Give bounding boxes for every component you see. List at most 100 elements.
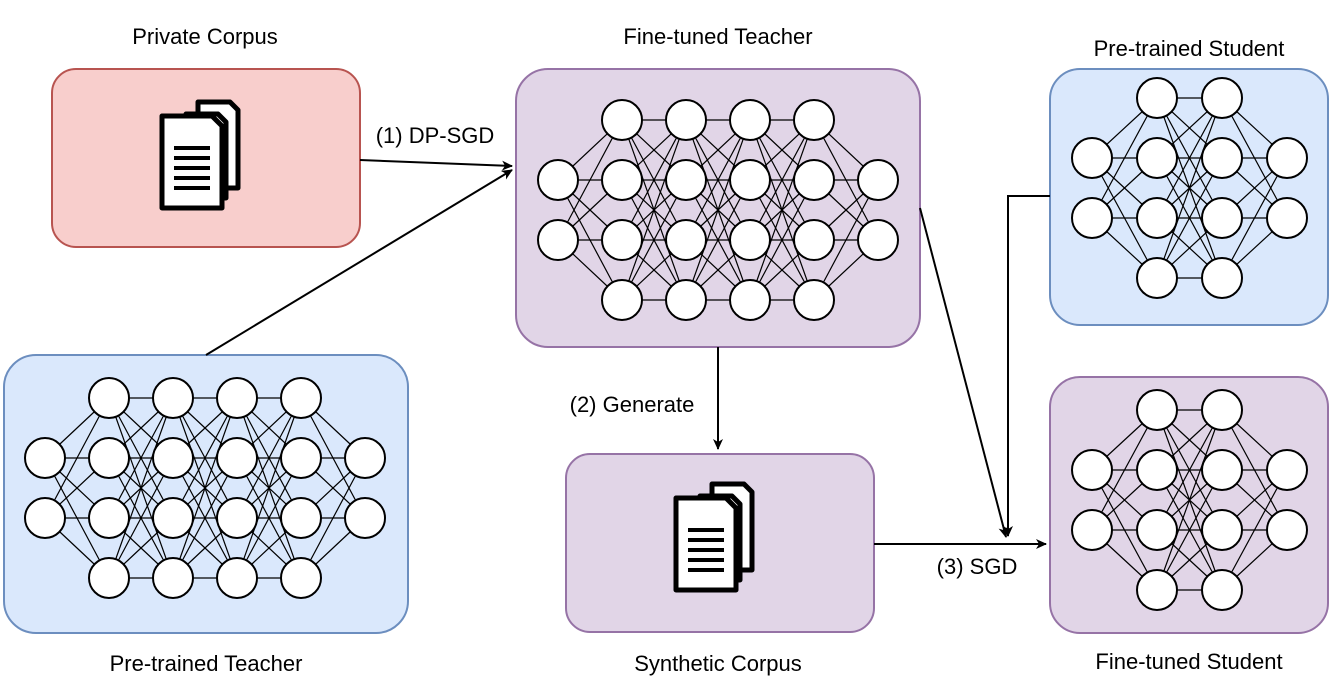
network-node bbox=[216, 497, 258, 539]
pre-trained-student-network-icon bbox=[1071, 77, 1308, 299]
network-edge bbox=[108, 457, 174, 579]
network-node bbox=[280, 557, 322, 599]
network-node bbox=[1136, 77, 1178, 119]
network-edge bbox=[1156, 409, 1223, 531]
network-edge bbox=[1156, 469, 1223, 591]
network-node bbox=[1071, 449, 1113, 491]
network-edge bbox=[621, 119, 687, 241]
network-node bbox=[1201, 77, 1243, 119]
pre-trained-teacher-title: Pre-trained Teacher bbox=[110, 651, 303, 676]
network-node bbox=[601, 219, 643, 261]
network-node bbox=[1266, 509, 1308, 551]
network-edge bbox=[44, 397, 110, 519]
fine-tuned-student-box bbox=[1049, 376, 1329, 634]
network-node bbox=[216, 377, 258, 419]
document-stack-icon bbox=[673, 481, 755, 593]
network-edge bbox=[1091, 97, 1158, 219]
network-node bbox=[216, 437, 258, 479]
network-node bbox=[665, 99, 707, 141]
sgd-label: (3) SGD bbox=[937, 554, 1018, 579]
private-corpus-title: Private Corpus bbox=[132, 24, 278, 49]
network-edge bbox=[1156, 97, 1223, 219]
document-stack-icon bbox=[159, 99, 241, 211]
fine-tuned-teacher-box bbox=[515, 68, 921, 348]
network-node bbox=[88, 437, 130, 479]
network-node bbox=[1136, 509, 1178, 551]
network-node bbox=[216, 557, 258, 599]
network-node bbox=[793, 219, 835, 261]
network-node bbox=[601, 99, 643, 141]
network-edge bbox=[685, 119, 751, 241]
network-edge bbox=[685, 179, 751, 301]
pre-trained-student-title: Pre-trained Student bbox=[1094, 36, 1285, 61]
network-node bbox=[729, 219, 771, 261]
network-node bbox=[665, 279, 707, 321]
network-node bbox=[280, 377, 322, 419]
network-node bbox=[152, 497, 194, 539]
network-node bbox=[1136, 569, 1178, 611]
network-node bbox=[793, 279, 835, 321]
network-edge bbox=[1156, 97, 1223, 279]
network-node bbox=[537, 219, 579, 261]
network-node bbox=[793, 99, 835, 141]
network-node bbox=[1266, 197, 1308, 239]
network-node bbox=[729, 159, 771, 201]
network-node bbox=[857, 219, 899, 261]
teacher-to-student-arrow bbox=[919, 207, 1009, 538]
network-node bbox=[1201, 449, 1243, 491]
network-edge bbox=[1156, 409, 1223, 591]
network-node bbox=[152, 437, 194, 479]
network-edge bbox=[685, 119, 751, 301]
network-edge bbox=[108, 397, 174, 519]
network-edge bbox=[749, 119, 815, 241]
network-node bbox=[1136, 389, 1178, 431]
network-node bbox=[152, 557, 194, 599]
network-node bbox=[344, 437, 386, 479]
network-node bbox=[280, 437, 322, 479]
networks-layer bbox=[24, 77, 1308, 611]
dp-sgd-arrow bbox=[359, 159, 513, 171]
network-node bbox=[1071, 197, 1113, 239]
network-node bbox=[152, 377, 194, 419]
network-edge bbox=[300, 457, 366, 579]
dp-sgd-label: (1) DP-SGD bbox=[376, 123, 495, 148]
network-node bbox=[24, 437, 66, 479]
network-node bbox=[1201, 197, 1243, 239]
network-node bbox=[1136, 137, 1178, 179]
network-edge bbox=[1156, 157, 1223, 279]
network-edge bbox=[1221, 469, 1288, 591]
network-node bbox=[1071, 137, 1113, 179]
network-node bbox=[280, 497, 322, 539]
network-edge bbox=[172, 397, 238, 519]
network-edge bbox=[1091, 409, 1158, 531]
fine-tuned-student-network-icon bbox=[1071, 389, 1308, 611]
network-node bbox=[537, 159, 579, 201]
network-node bbox=[1266, 449, 1308, 491]
network-edge bbox=[813, 179, 879, 301]
network-node bbox=[24, 497, 66, 539]
network-node bbox=[1201, 137, 1243, 179]
network-node bbox=[1071, 509, 1113, 551]
network-node bbox=[1136, 257, 1178, 299]
network-edge bbox=[1221, 157, 1288, 279]
network-node bbox=[1201, 257, 1243, 299]
network-node bbox=[1136, 449, 1178, 491]
network-edge bbox=[108, 397, 174, 579]
network-node bbox=[88, 497, 130, 539]
network-edge bbox=[172, 457, 238, 579]
network-node bbox=[665, 159, 707, 201]
network-edge bbox=[621, 179, 687, 301]
network-edge bbox=[557, 119, 623, 241]
synthetic-corpus-title: Synthetic Corpus bbox=[634, 651, 802, 676]
network-node bbox=[1201, 509, 1243, 551]
network-node bbox=[793, 159, 835, 201]
network-node bbox=[1201, 569, 1243, 611]
network-node bbox=[88, 557, 130, 599]
network-edge bbox=[236, 457, 302, 579]
network-edge bbox=[621, 119, 687, 301]
fine-tuned-student-title: Fine-tuned Student bbox=[1095, 649, 1282, 674]
network-node bbox=[1201, 389, 1243, 431]
network-node bbox=[857, 159, 899, 201]
network-edge bbox=[749, 179, 815, 301]
pre-trained-student-box bbox=[1049, 68, 1329, 326]
